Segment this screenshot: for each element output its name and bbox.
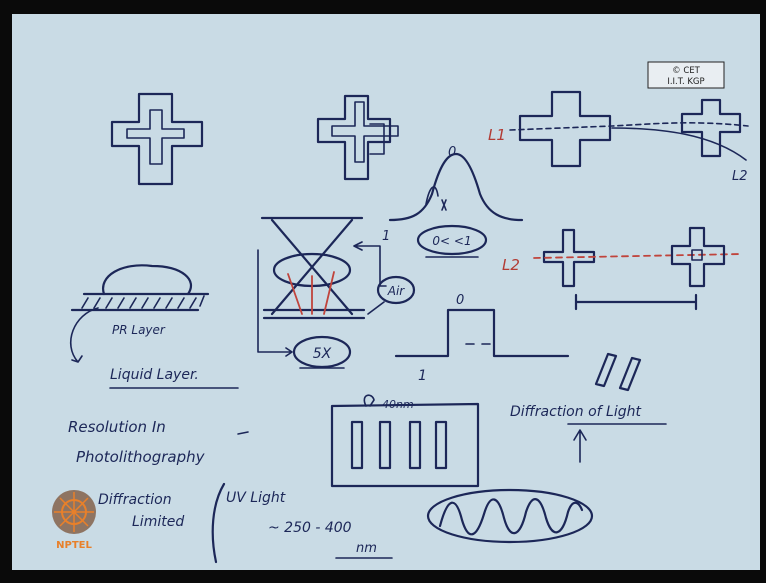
diffraction-label: Diffraction — [98, 492, 172, 508]
range-label: 0< <1 — [432, 234, 471, 248]
wavelength-label: ~ 250 - 400 — [268, 520, 352, 536]
pr-layer-sketch: PR Layer Liquid Layer. — [69, 264, 239, 389]
rect-intensity-sketch: 0 1 — [394, 293, 570, 384]
uv-light-label: UV Light — [226, 490, 286, 506]
l1-label: L1 — [488, 126, 506, 144]
whiteboard: © CET I.I.T. KGP 0 1 — [12, 14, 760, 570]
resolution-line-1: Resolution In — [68, 418, 166, 436]
alignment-l1-sketch: L1 L2 — [488, 90, 749, 184]
rect-one-label: 1 — [418, 368, 427, 384]
gaussian-intensity-sketch: 0 1 0< <1 — [382, 145, 524, 258]
gaussian-one-label: 1 — [382, 229, 390, 244]
diffraction-of-light-text: Diffraction of Light — [510, 404, 667, 463]
badge-line-1: © CET — [672, 66, 701, 76]
resolution-text: Resolution In Photolithography — [68, 418, 249, 466]
misaligned-cross-drawing — [316, 94, 399, 181]
grating-40nm-sketch: 40nm — [330, 394, 480, 488]
diffraction-limited-text: Diffraction Limited UV Light ~ 250 - 400… — [98, 482, 393, 564]
nptel-logo: NPTEL — [52, 490, 96, 551]
air-label: Air — [387, 284, 406, 298]
whiteboard-sketch: © CET I.I.T. KGP 0 1 — [52, 61, 749, 564]
nm-label: nm — [356, 541, 377, 556]
diffraction-slits-sketch — [594, 352, 642, 392]
gaussian-zero-label: 0 — [448, 145, 456, 160]
cet-iit-kgp-badge: © CET I.I.T. KGP — [647, 61, 725, 89]
alignment-l2-sketch: L2 — [502, 226, 743, 311]
diffraction-of-light-label: Diffraction of Light — [510, 404, 641, 420]
forty-nm-label: 40nm — [382, 398, 414, 411]
cross-mask-drawing — [110, 92, 204, 186]
five-x-label: 5X — [313, 346, 332, 362]
limited-label: Limited — [132, 514, 184, 530]
projection-optics-sketch: Air 5X — [257, 216, 416, 369]
resolution-line-2: Photolithography — [76, 448, 206, 466]
pr-layer-label: PR Layer — [112, 323, 166, 337]
liquid-layer-label: Liquid Layer. — [110, 367, 199, 383]
nptel-logo-text: NPTEL — [56, 540, 92, 551]
badge-line-2: I.I.T. KGP — [667, 77, 704, 87]
wave-sketch — [426, 488, 594, 544]
rect-zero-label: 0 — [456, 293, 464, 308]
l2-right-label: L2 — [732, 169, 748, 184]
l2-left-label: L2 — [502, 256, 520, 274]
